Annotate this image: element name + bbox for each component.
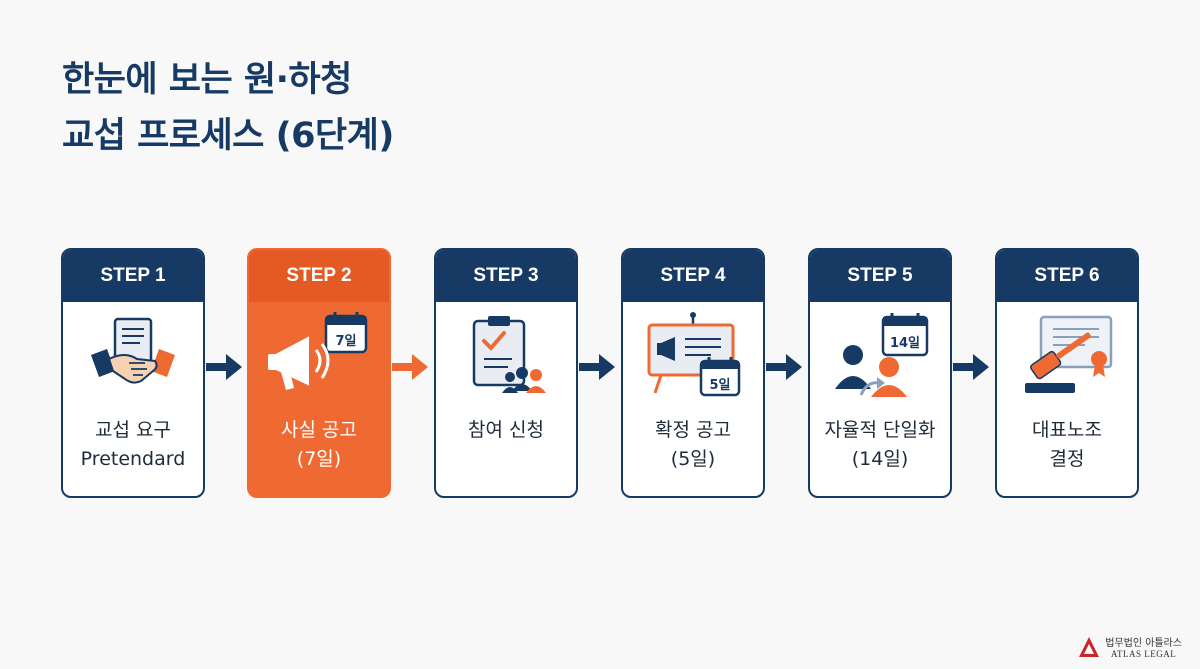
step-5-card: STEP 5 14일 자율적 단일화 (14일) [808,248,952,498]
people-calendar-icon: 14일 [810,302,950,408]
step-6-label-line-1: 대표노조 [1032,419,1102,441]
clipboard-people-icon [436,302,576,408]
step-4-header: STEP 4 [623,250,763,302]
logo-english-text: ATLAS LEGAL [1110,649,1177,659]
step-3-label-line-1: 참여 신청 [468,419,544,441]
logo-korean-text: 법무법인 아틀라스 [1105,638,1182,649]
step-1-header: STEP 1 [63,250,203,302]
step-4-label-line-2: (5일) [670,448,716,470]
atlas-legal-logo: 법무법인 아틀라스 ATLAS LEGAL [1077,634,1182,659]
step-2-label-line-2: (7일) [296,448,342,470]
step-1-label-line-1: 교섭 요구 [95,419,171,441]
step-4-card: STEP 4 5일 확정 공고 (5일) [621,248,765,498]
step-5-label-line-1: 자율적 단일화 [824,419,936,441]
step-2-calendar-badge: 7일 [335,334,356,349]
page-title: 한눈에 보는 원·하청 교섭 프로세스 (6단계) [62,52,394,164]
gavel-certificate-icon [997,302,1137,408]
step-6-card: STEP 6 대표노조 결정 [995,248,1139,498]
step-4-label: 확정 공고 (5일) [623,408,763,474]
step-3-card: STEP 3 참여 신청 [434,248,578,498]
handshake-document-icon [63,302,203,408]
title-line-2: 교섭 프로세스 (6단계) [62,116,394,156]
step-5-label: 자율적 단일화 (14일) [810,408,950,474]
step-4-calendar-badge: 5일 [709,378,730,393]
step-1-label: 교섭 요구 Pretendard [63,408,203,474]
arrow-icon [766,354,802,380]
step-3-header: STEP 3 [436,250,576,302]
step-2-label-line-1: 사실 공고 [281,419,357,441]
step-2-label: 사실 공고 (7일) [249,408,389,474]
step-1-label-line-2: Pretendard [80,448,186,470]
step-3-label: 참여 신청 [436,408,576,445]
step-2-card: STEP 2 7일 사실 공고 (7일) [247,248,391,498]
step-1-card: STEP 1 교섭 요구 Pretendard [61,248,205,498]
megaphone-calendar-icon: 7일 [249,302,389,408]
step-4-label-line-1: 확정 공고 [655,419,731,441]
arrow-icon [579,354,615,380]
step-5-calendar-badge: 14일 [890,336,920,351]
arrow-icon [953,354,989,380]
step-6-header: STEP 6 [997,250,1137,302]
step-5-header: STEP 5 [810,250,950,302]
arrow-icon [392,354,428,380]
step-2-header: STEP 2 [249,250,389,302]
title-line-1: 한눈에 보는 원·하청 [62,60,352,100]
notice-board-calendar-icon: 5일 [623,302,763,408]
arrow-icon [206,354,242,380]
step-5-label-line-2: (14일) [851,448,909,470]
atlas-logo-icon [1079,636,1100,657]
step-6-label-line-2: 결정 [1049,448,1085,470]
step-6-label: 대표노조 결정 [997,408,1137,474]
